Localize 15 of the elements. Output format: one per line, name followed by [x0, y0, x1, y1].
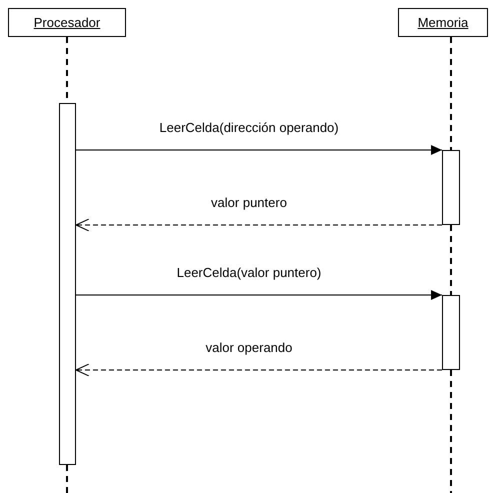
lifeline: [450, 37, 452, 150]
message-arrow: [76, 145, 442, 155]
message-label: LeerCelda(dirección operando): [157, 120, 341, 135]
message-label: valor operando: [204, 340, 294, 355]
activation-bar: [442, 150, 460, 225]
return-arrow: [76, 218, 442, 232]
message-label: valor puntero: [209, 195, 289, 210]
activation-bar: [442, 295, 460, 370]
participant-box: Procesador: [8, 8, 126, 37]
lifeline: [450, 225, 452, 295]
message-arrow: [76, 290, 442, 300]
participant-box: Memoria: [398, 8, 488, 37]
activation-bar: [59, 103, 76, 465]
return-arrow: [76, 364, 442, 376]
message-label: LeerCelda(valor puntero): [174, 265, 324, 280]
